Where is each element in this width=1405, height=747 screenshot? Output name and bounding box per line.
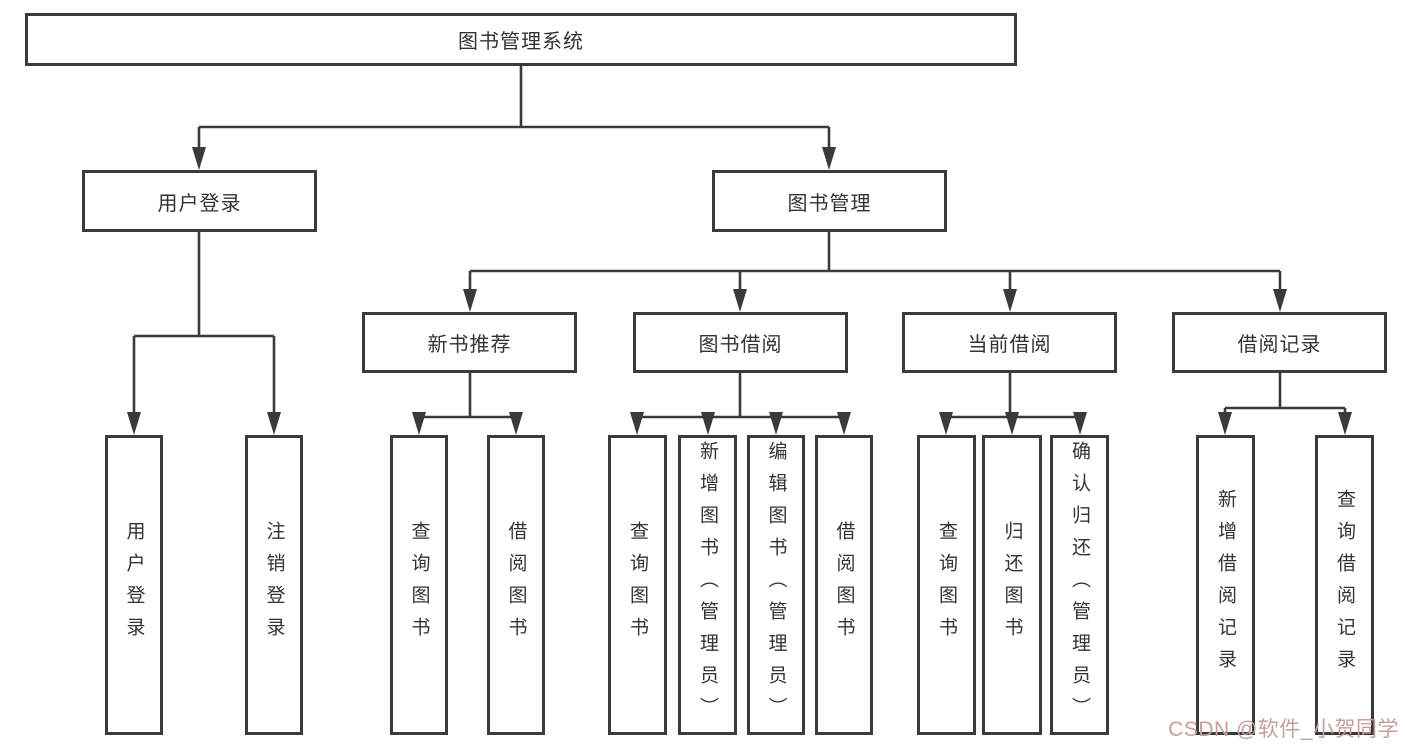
leaf-borrow-edit-books-admin: 编辑图书（管理员） [747,435,805,735]
leaf-logout: 注销登录 [245,435,303,735]
leaf-label: 查询图书 [627,521,648,649]
leaf-current-query-books: 查询图书 [917,435,976,735]
leaf-current-return-books: 归还图书 [982,435,1042,735]
csdn-watermark: CSDN @软件_小贺同学 [1168,718,1399,741]
leaf-borrow-borrow-books: 借阅图书 [815,435,873,735]
leaf-borrow-add-books-admin: 新增图书（管理员） [678,435,737,735]
leaf-current-confirm-return-admin: 确认归还（管理员） [1050,435,1109,735]
node-book-borrow: 图书借阅 [633,312,848,373]
leaf-label: 新增图书（管理员） [697,441,718,729]
leaf-label: 查询借阅记录 [1334,489,1355,681]
leaf-label: 确认归还（管理员） [1069,441,1090,729]
node-current-borrow: 当前借阅 [902,312,1117,373]
leaf-label: 归还图书 [1001,521,1023,649]
leaf-user-login: 用户登录 [105,435,163,735]
node-user-login: 用户登录 [82,170,317,232]
leaf-records-query-record: 查询借阅记录 [1315,435,1374,735]
node-root-system: 图书管理系统 [25,13,1017,66]
node-borrow-records: 借阅记录 [1172,312,1387,373]
leaf-label: 编辑图书（管理员） [765,441,787,729]
leaf-records-add-record: 新增借阅记录 [1196,435,1255,735]
node-new-book-recommend: 新书推荐 [362,312,577,373]
arrowheads [127,147,1352,435]
leaf-newbook-borrow-books: 借阅图书 [487,435,545,735]
leaf-label: 查询图书 [936,521,957,649]
leaf-label: 借阅图书 [505,521,527,649]
leaf-label: 用户登录 [123,521,145,649]
leaf-label: 查询图书 [408,521,430,649]
leaf-label: 新增借阅记录 [1215,489,1236,681]
leaf-newbook-query-books: 查询图书 [390,435,448,735]
leaf-borrow-query-books: 查询图书 [608,435,667,735]
node-book-management: 图书管理 [712,170,947,232]
leaf-label: 注销登录 [263,521,285,649]
leaf-label: 借阅图书 [833,521,855,649]
